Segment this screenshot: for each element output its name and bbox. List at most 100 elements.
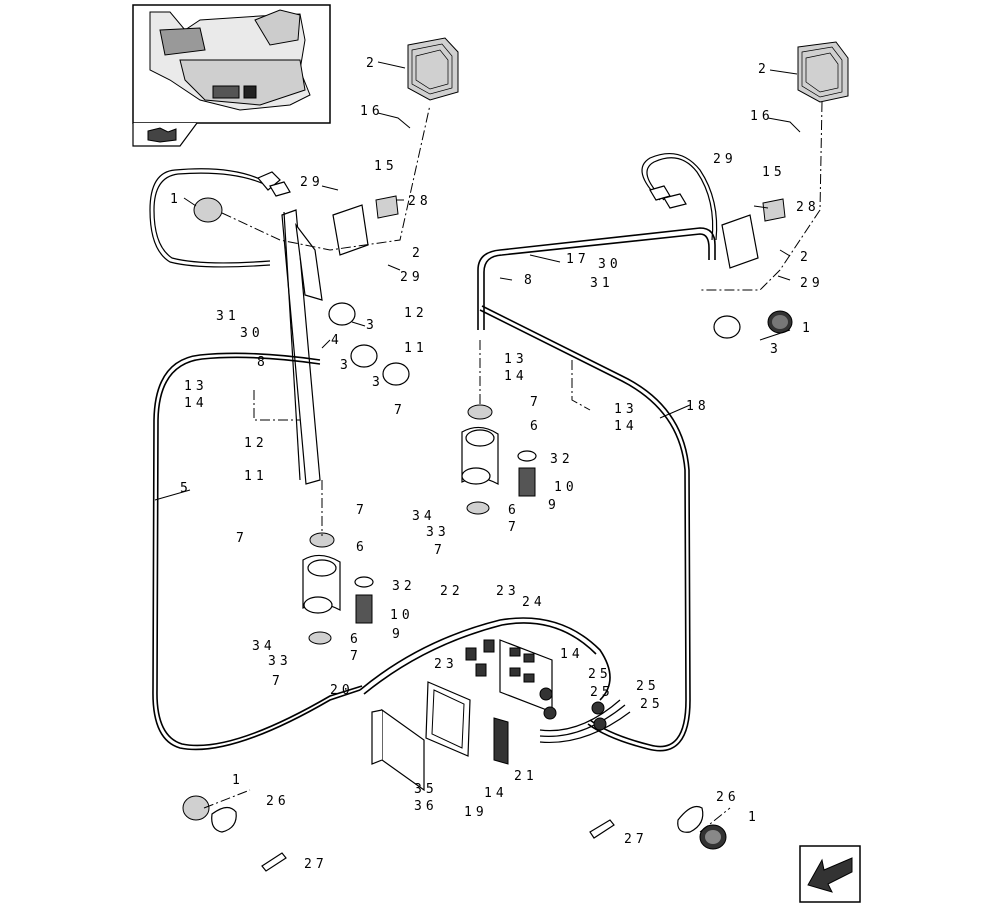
- wiring-harness-right-upper: [641, 152, 718, 241]
- harness-loop-18: [479, 305, 691, 752]
- part-label-12-right: 12: [404, 306, 428, 321]
- pivot-bracket-right: [461, 404, 499, 515]
- part-label-7-h: 7: [272, 674, 284, 689]
- reflector-1-left: [193, 197, 223, 223]
- reflector-1-right-top: [767, 310, 793, 334]
- part-label-11-right: 11: [404, 341, 428, 356]
- part-label-12-left: 12: [244, 436, 268, 451]
- central-harness-bundle: [359, 617, 631, 744]
- part-label-7-a: 7: [394, 403, 406, 418]
- pin-27-left: [261, 852, 287, 872]
- relay-21: [493, 717, 509, 765]
- plug-3-d: [713, 315, 741, 339]
- harness-loop-5: [152, 352, 363, 751]
- leader-lines: [154, 61, 801, 501]
- part-label-23-b: 23: [434, 657, 458, 672]
- assembly-axes: [203, 101, 823, 833]
- part-label-1-a: 1: [170, 192, 182, 207]
- part-label-11-left: 11: [244, 469, 268, 484]
- part-label-2-left: 2: [366, 56, 378, 71]
- pad-26-left: [211, 806, 237, 833]
- part-label-31-left: 31: [216, 309, 240, 324]
- next-page-arrow-icon[interactable]: [799, 845, 861, 903]
- part-label-31-right: 31: [590, 276, 614, 291]
- part-label-32-left: 32: [392, 579, 416, 594]
- plug-3-b: [350, 344, 378, 368]
- part-label-7-b: 7: [530, 395, 542, 410]
- part-label-30-right: 30: [598, 257, 622, 272]
- part-label-8-right: 8: [524, 273, 536, 288]
- fuse-box-cover-20: [371, 708, 425, 792]
- mount-plate-right: [721, 198, 786, 269]
- part-label-7-f: 7: [434, 543, 446, 558]
- part-label-3-b: 3: [340, 358, 352, 373]
- part-label-15-right: 15: [762, 165, 786, 180]
- part-label-7-c: 7: [356, 503, 368, 518]
- part-label-20: 20: [330, 683, 354, 698]
- part-label-25-c: 25: [590, 685, 614, 700]
- part-number-labels: 2 2 16 16 15 15 29 29 29 29 28 28 2 2 1 …: [170, 56, 820, 872]
- part-label-34-right: 34: [412, 509, 436, 524]
- spring-10-right: [517, 450, 537, 497]
- fuse-panel-24: [499, 639, 553, 713]
- part-label-3-a: 3: [366, 318, 378, 333]
- part-label-1-c: 1: [232, 773, 244, 788]
- pin-27-right: [589, 819, 615, 839]
- reflector-1-bottom-left: [182, 795, 210, 821]
- part-label-2-lower-left: 2: [412, 246, 424, 261]
- part-label-28-right: 28: [796, 200, 820, 215]
- part-label-27-left: 27: [304, 857, 328, 872]
- part-label-6-a: 6: [530, 419, 542, 434]
- part-label-9-left: 9: [392, 627, 404, 642]
- part-label-4: 4: [331, 333, 343, 348]
- part-label-2-lower-right: 2: [800, 250, 812, 265]
- part-label-35: 35: [414, 782, 438, 797]
- part-label-3-d: 3: [770, 342, 782, 357]
- gasket-19: [425, 681, 471, 757]
- part-label-10-right: 10: [554, 480, 578, 495]
- part-label-16-left: 16: [360, 104, 384, 119]
- spring-10-left: [354, 576, 374, 624]
- part-label-34-left: 34: [252, 639, 276, 654]
- part-label-24: 24: [522, 595, 546, 610]
- wiring-harness-left-upper: [149, 168, 291, 268]
- part-label-17: 17: [566, 252, 590, 267]
- part-label-19: 19: [464, 805, 488, 820]
- relays-22-23: [465, 639, 495, 677]
- plug-3-c: [382, 362, 410, 386]
- part-label-13-b: 13: [504, 352, 528, 367]
- part-label-14-d: 14: [560, 647, 584, 662]
- part-label-1-b: 1: [802, 321, 814, 336]
- part-label-36: 36: [414, 799, 438, 814]
- part-label-14-a: 14: [184, 396, 208, 411]
- part-label-14-e: 14: [484, 786, 508, 801]
- pivot-bracket-left: [302, 532, 341, 645]
- part-label-16-right: 16: [750, 109, 774, 124]
- part-label-29-b: 29: [713, 152, 737, 167]
- part-label-14-b: 14: [504, 369, 528, 384]
- harness-17: [477, 227, 716, 330]
- book-page-icon: [147, 127, 177, 143]
- part-label-27-right: 27: [624, 832, 648, 847]
- part-label-21: 21: [514, 769, 538, 784]
- part-label-26-a: 26: [266, 794, 290, 809]
- part-label-25-d: 25: [640, 697, 664, 712]
- part-label-29-a: 29: [300, 175, 324, 190]
- part-label-25-a: 25: [588, 667, 612, 682]
- connectors-25: [539, 687, 607, 731]
- rear-lamp-left: [407, 37, 459, 101]
- part-label-2-right: 2: [758, 62, 770, 77]
- part-label-8-left: 8: [257, 355, 269, 370]
- part-label-6-d: 6: [350, 632, 362, 647]
- part-label-29-c: 29: [400, 270, 424, 285]
- part-label-30-left: 30: [240, 326, 264, 341]
- part-label-33-left: 33: [268, 654, 292, 669]
- bracket-tube-4: [281, 209, 323, 485]
- part-label-7-d: 7: [508, 520, 520, 535]
- part-label-15-left: 15: [374, 159, 398, 174]
- part-label-22: 22: [440, 584, 464, 599]
- pad-26-right: [677, 805, 704, 833]
- part-label-13-a: 13: [184, 379, 208, 394]
- part-label-5: 5: [180, 481, 192, 496]
